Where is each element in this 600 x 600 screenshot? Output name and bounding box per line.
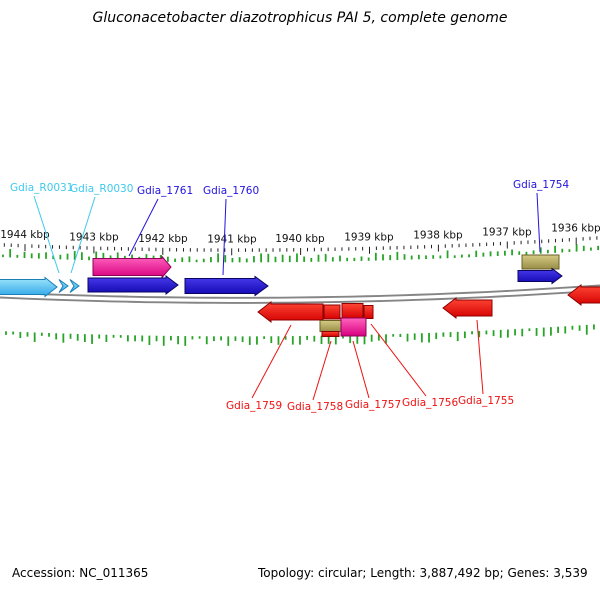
leader-line-gdia_1757: [352, 340, 370, 399]
ruler-label: 1936 kbp: [551, 223, 600, 235]
feature-blue-under-1761: [87, 275, 179, 295]
gene-density-dashes: [2, 244, 600, 346]
feature-gdia-r0031: [58, 279, 69, 293]
gene-label-gdia_r0030: Gdia_R0030: [70, 183, 133, 195]
feature-gdia-1759: [257, 300, 324, 324]
leader-line-gdia_r0030: [70, 196, 96, 274]
leader-line-gdia_1756: [370, 323, 427, 397]
genome-backbone: [0, 284, 600, 304]
feature-unnamed-right: [567, 283, 600, 307]
ruler-label: 1937 kbp: [482, 227, 532, 239]
feature-blue-under-1754: [517, 267, 563, 285]
ruler: 1944 kbp 1943 kbp 1942 kbp 1941 kbp 1940 kbp…: [0, 223, 600, 256]
feature-gdia-1761: [92, 255, 172, 279]
gene-label-gdia_1758: Gdia_1758: [287, 401, 343, 413]
gene-label-gdia_1754: Gdia_1754: [513, 179, 569, 191]
feature-khaki-small: [319, 320, 342, 332]
feature-gdia-1755: [442, 296, 493, 320]
label-leader-lines: [33, 192, 541, 401]
backbone-gap: [0, 286, 600, 302]
feature-gdia-1757-pink: [340, 317, 367, 337]
ruler-label: 1940 kbp: [275, 233, 325, 245]
leader-line-gdia_1754: [536, 192, 541, 253]
feature-gdia-r0030: [69, 279, 80, 293]
gene-label-gdia_1755: Gdia_1755: [458, 395, 514, 407]
gene-label-gdia_r0031: Gdia_R0031: [10, 182, 73, 194]
gene-label-gdia_1761: Gdia_1761: [137, 185, 193, 197]
feature-red-block-a: [323, 304, 341, 320]
leader-line-gdia_1760: [222, 198, 227, 276]
gene-label-gdia_1756: Gdia_1756: [402, 397, 458, 409]
page-title: Gluconacetobacter diazotrophicus PAI 5, …: [92, 10, 508, 26]
gene-label-gdia_1757: Gdia_1757: [345, 399, 401, 411]
leader-line-gdia_1759: [251, 324, 292, 399]
leader-line-gdia_1755: [476, 319, 484, 395]
feature-gdia-1760: [184, 275, 269, 297]
feature-gdia-1754: [521, 254, 560, 270]
ruler-label: 1941 kbp: [207, 233, 257, 245]
ruler-label: 1938 kbp: [413, 230, 463, 242]
gene-label-gdia_1759: Gdia_1759: [226, 400, 282, 412]
gene-features: [0, 254, 600, 337]
leader-line-gdia_1761: [128, 198, 159, 257]
gene-label-gdia_1760: Gdia_1760: [203, 185, 259, 197]
feature-unnamed-left: [0, 276, 58, 298]
feature-red-block-c: [363, 305, 374, 319]
ruler-label: 1942 kbp: [138, 233, 188, 245]
accession-text: Accession: NC_011365: [12, 566, 149, 580]
ruler-label: 1939 kbp: [344, 232, 394, 244]
leader-line-gdia_r0031: [33, 195, 60, 274]
ruler-label: 1943 kbp: [69, 231, 119, 243]
topology-text: Topology: circular; Length: 3,887,492 bp…: [258, 566, 588, 580]
leader-line-gdia_1758: [312, 340, 332, 401]
feature-red-block-b: [341, 303, 364, 319]
ruler-label: 1944 kbp: [0, 229, 50, 241]
feature-red-strip: [321, 331, 340, 337]
